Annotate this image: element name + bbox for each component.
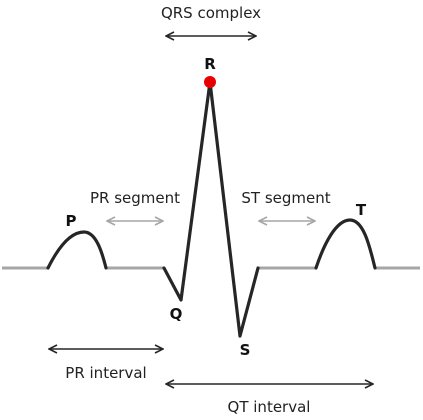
wave-label-p: P [66,212,77,230]
qt-interval-label: QT interval [228,398,311,416]
pr-segment-label: PR segment [90,189,180,207]
p-wave [46,230,108,270]
wave-label-q: Q [170,305,183,323]
pr-interval-label: PR interval [65,364,146,382]
t-wave [314,218,377,270]
wave-label-t: T [356,201,367,219]
wave-label-s: S [240,341,251,359]
wave-label-r: R [204,55,216,73]
st-segment-label: ST segment [241,189,330,207]
qrs-complex-trace [162,80,260,338]
qrs-complex-label: QRS complex [161,4,261,22]
r-peak-marker [204,76,216,88]
